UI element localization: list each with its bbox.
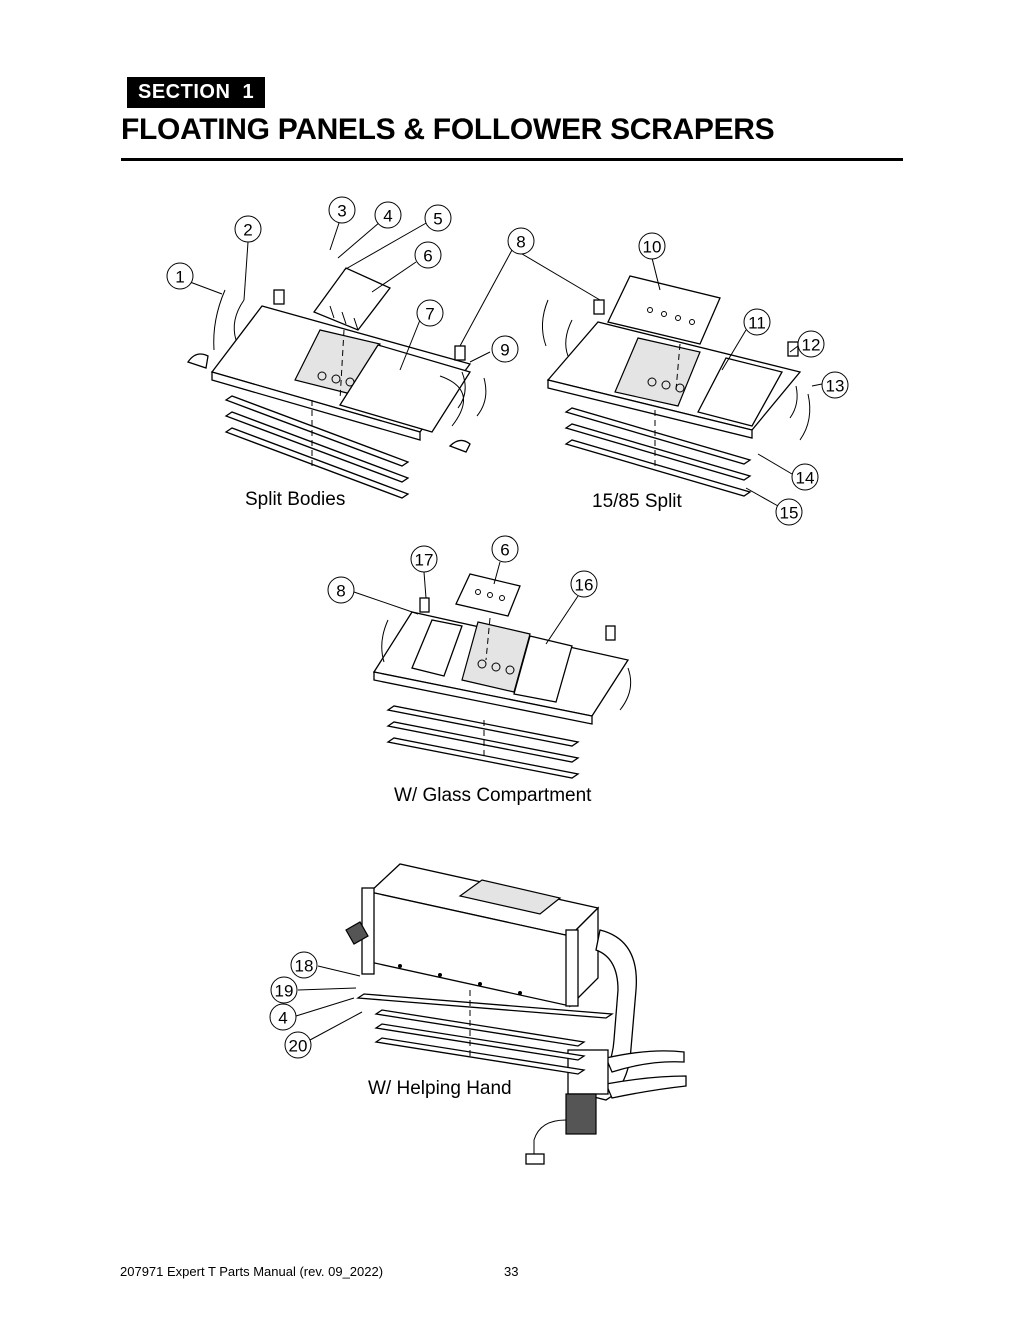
svg-text:12: 12 — [802, 336, 821, 355]
glass-compartment-diagram: 17 6 16 8 W/ Glass Compartment — [327, 535, 632, 806]
svg-text:16: 16 — [575, 576, 594, 595]
callout-8-glass: 8 — [327, 576, 355, 604]
callout-6-glass: 6 — [491, 535, 519, 563]
callout-13: 13 — [821, 371, 849, 399]
callout-5: 5 — [424, 204, 452, 232]
callout-10: 10 — [638, 232, 666, 260]
svg-text:10: 10 — [643, 238, 662, 257]
callout-12: 12 — [797, 330, 825, 358]
svg-text:2: 2 — [243, 221, 252, 240]
svg-text:15: 15 — [780, 504, 799, 523]
callout-11: 11 — [743, 308, 771, 336]
svg-text:17: 17 — [415, 551, 434, 570]
svg-text:4: 4 — [383, 207, 392, 226]
svg-text:8: 8 — [336, 582, 345, 601]
svg-text:3: 3 — [337, 202, 346, 221]
callout-18: 18 — [290, 951, 318, 979]
footer-manual-title: 207971 Expert T Parts Manual (rev. 09_20… — [120, 1264, 384, 1279]
svg-text:19: 19 — [275, 982, 294, 1001]
svg-text:14: 14 — [796, 469, 815, 488]
svg-text:9: 9 — [500, 341, 509, 360]
callout-19: 19 — [270, 976, 298, 1004]
callout-4-hand: 4 — [269, 1003, 297, 1031]
callout-15: 15 — [775, 498, 803, 526]
split-15-85-diagram: 10 11 12 13 14 15 15/85 Split — [542, 232, 849, 526]
callout-8: 8 — [507, 227, 535, 255]
callout-4: 4 — [374, 201, 402, 229]
svg-text:5: 5 — [433, 210, 442, 229]
section-label: SECTION 1 — [127, 77, 266, 108]
callout-16: 16 — [570, 570, 598, 598]
callout-9: 9 — [491, 335, 519, 363]
split-bodies-diagram: 1 2 3 4 5 6 7 8 9 Split Bodies — [166, 196, 601, 510]
callout-14: 14 — [791, 463, 819, 491]
svg-text:6: 6 — [423, 247, 432, 266]
svg-text:1: 1 — [175, 268, 184, 287]
page-title: FLOATING PANELS & FOLLOWER SCRAPERS — [121, 113, 775, 146]
callout-3: 3 — [328, 196, 356, 224]
caption-helping-hand: W/ Helping Hand — [368, 1078, 512, 1099]
title-rule — [121, 158, 903, 161]
callout-2: 2 — [234, 215, 262, 243]
svg-text:4: 4 — [278, 1009, 287, 1028]
svg-text:18: 18 — [295, 957, 314, 976]
svg-text:7: 7 — [425, 305, 434, 324]
svg-text:8: 8 — [516, 233, 525, 252]
caption-split-bodies: Split Bodies — [245, 489, 345, 510]
callout-20: 20 — [284, 1031, 312, 1059]
caption-15-85-split: 15/85 Split — [592, 491, 683, 512]
caption-glass-compartment: W/ Glass Compartment — [394, 785, 592, 806]
callout-6: 6 — [414, 241, 442, 269]
footer-page-number: 33 — [504, 1264, 519, 1279]
callout-1: 1 — [166, 262, 194, 290]
svg-text:11: 11 — [748, 314, 766, 333]
callout-7: 7 — [416, 299, 444, 327]
svg-text:20: 20 — [289, 1037, 308, 1056]
callout-17: 17 — [410, 545, 438, 573]
svg-text:6: 6 — [500, 541, 509, 560]
helping-hand-diagram: 18 19 4 20 W/ Helping Hand — [269, 863, 687, 1165]
svg-text:13: 13 — [826, 377, 845, 396]
